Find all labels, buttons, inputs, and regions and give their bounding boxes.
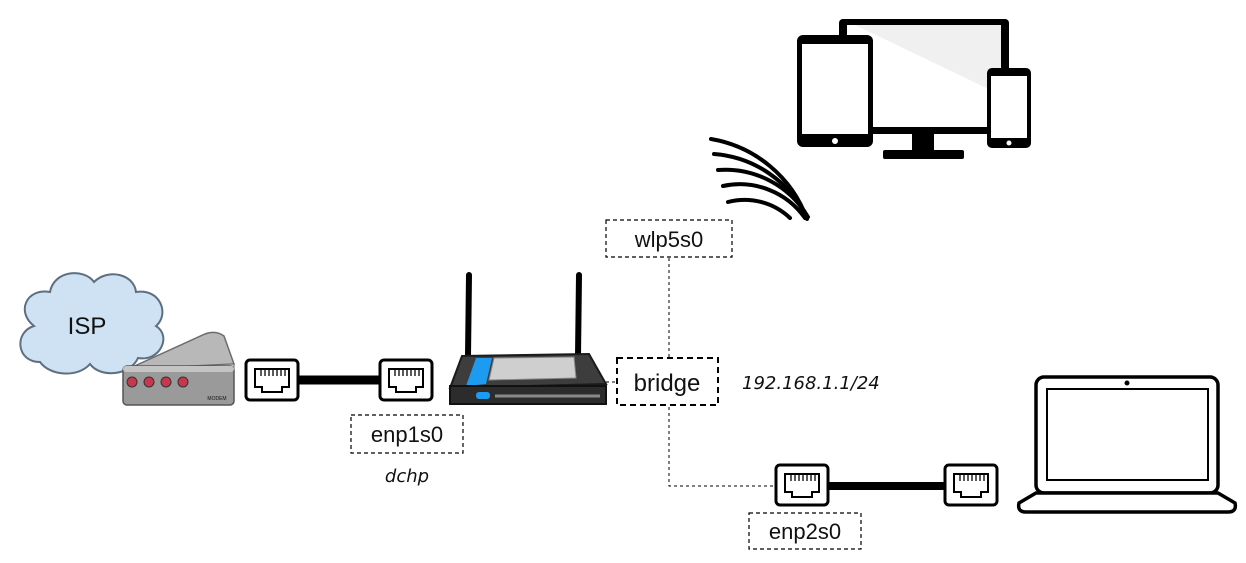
connectors: [296, 258, 948, 490]
phone-icon: [987, 68, 1031, 148]
wan-interface-box: enp1s0: [350, 414, 464, 454]
wifi-interface-label: wlp5s0: [634, 227, 703, 252]
wan-dhcp-note: dchp: [385, 466, 429, 487]
cloud-icon: [19, 272, 165, 375]
modem-icon: [122, 331, 236, 406]
wifi-signal-icon: [709, 137, 810, 221]
bridge-interface-box: bridge: [616, 357, 719, 406]
ethernet-port-icon: [244, 358, 300, 402]
tablet-icon: [797, 35, 873, 147]
lan-interface-label: enp2s0: [769, 519, 841, 544]
lan-interface-box: enp2s0: [748, 512, 862, 550]
modem-brand: MODEM: [207, 396, 226, 402]
ethernet-port-icon: [774, 463, 830, 507]
ethernet-port-icon: [943, 463, 999, 507]
ethernet-port-icon: [378, 358, 434, 402]
wifi-interface-box: wlp5s0: [605, 219, 733, 258]
bridge-address: 192.168.1.1/24: [742, 373, 880, 394]
wan-interface-label: enp1s0: [371, 422, 443, 447]
router-icon: [448, 272, 608, 405]
laptop-icon: [1016, 375, 1238, 514]
bridge-interface-label: bridge: [634, 370, 701, 397]
bridge-to-lan-link: [668, 407, 778, 487]
isp-label: ISP: [68, 313, 107, 340]
